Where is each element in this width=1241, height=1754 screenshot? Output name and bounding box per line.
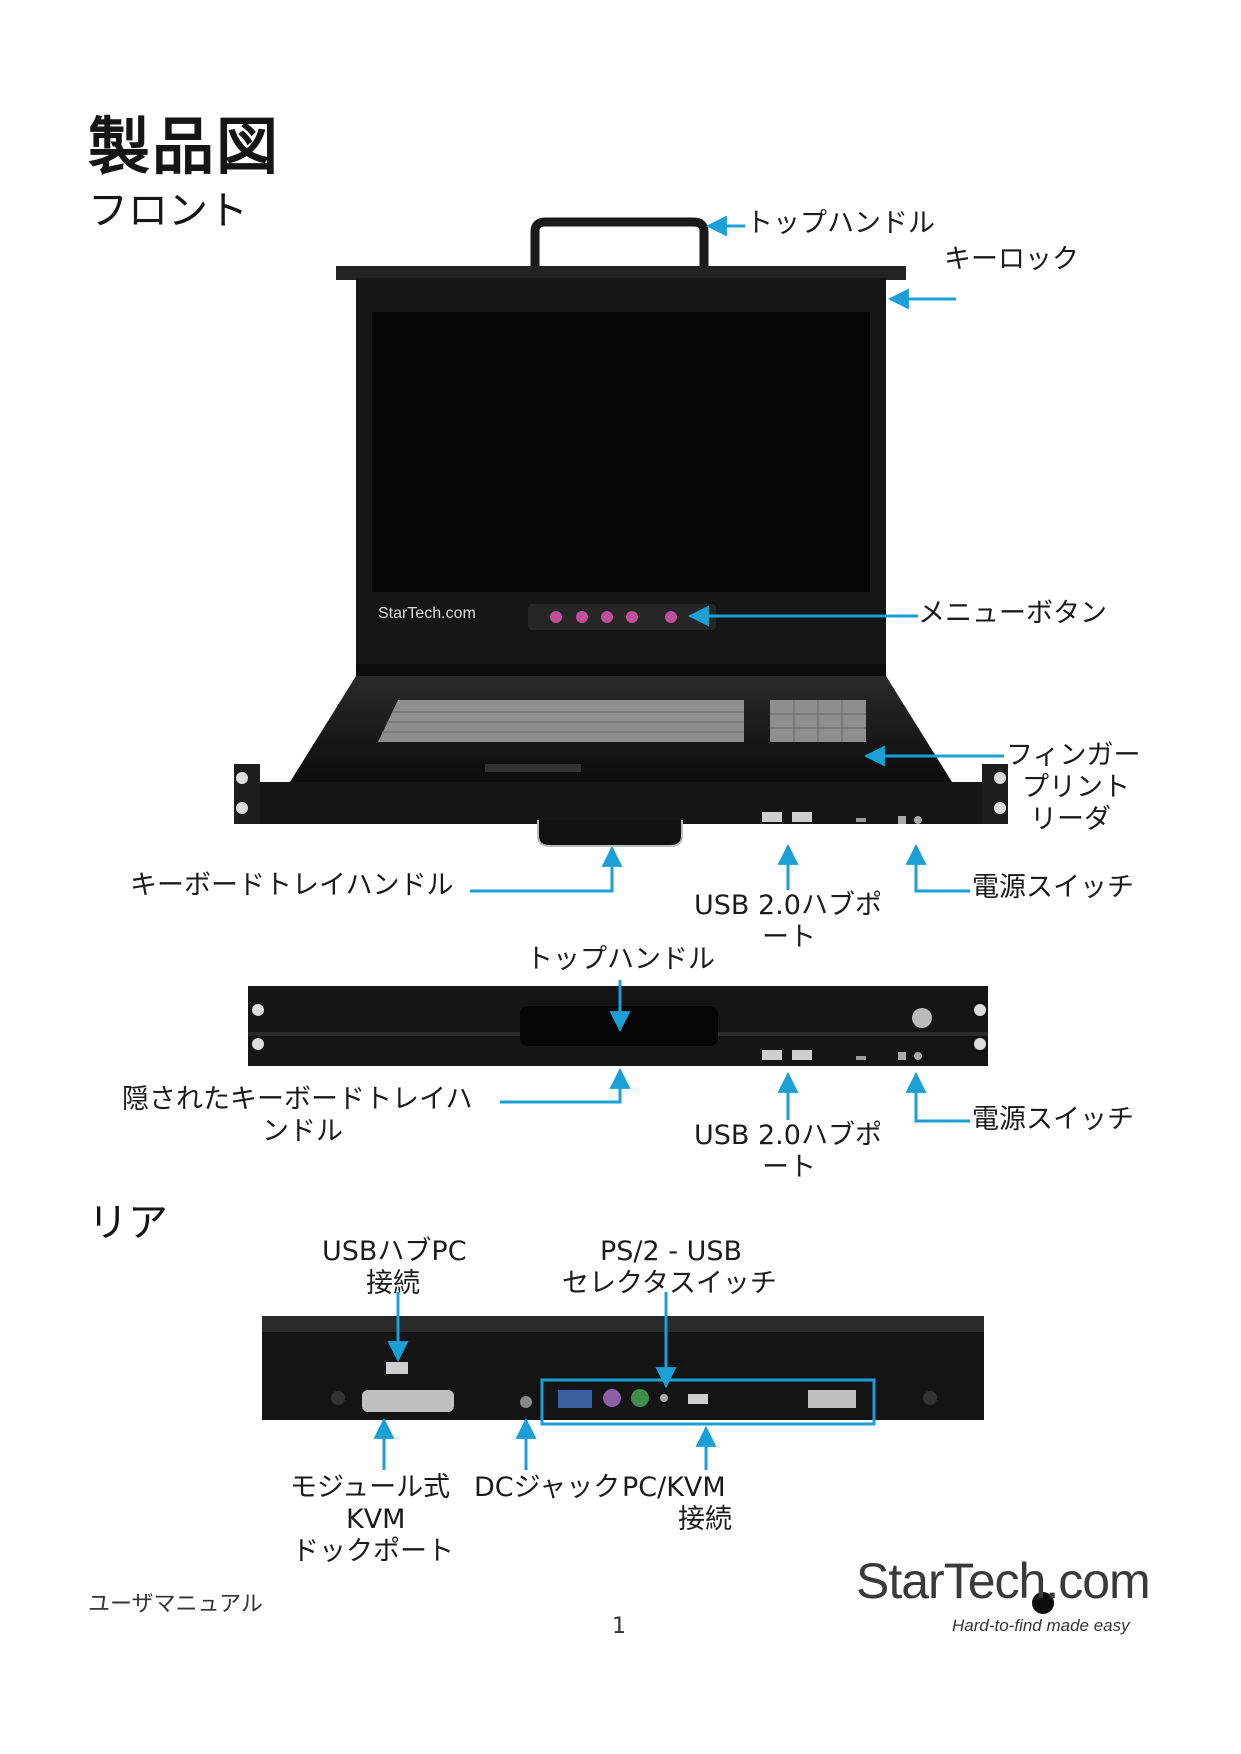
label-usb-hub-port-line2: ート (762, 922, 816, 954)
label-hidden-tray-handle-line2: ンドル (262, 1116, 343, 1148)
footer-manual-label: ユーザマニュアル (88, 1586, 263, 1618)
label-closed-power-switch: 電源スイッチ (972, 1104, 1134, 1136)
label-usb-hub-pc-line2: 接続 (366, 1268, 420, 1300)
label-modular-kvm-line3: ドックポート (292, 1536, 454, 1568)
tray-handle-shape (538, 820, 682, 846)
selector-switch-shape (660, 1394, 668, 1402)
label-power-switch: 電源スイッチ (972, 872, 1134, 904)
label-modular-kvm-line1: モジュール式 (290, 1472, 450, 1504)
top-handle-shape (535, 222, 704, 268)
dc-jack-shape (520, 1396, 532, 1408)
lcd-screen (372, 312, 870, 592)
label-keyboard-tray-handle: キーボードトレイハンドル (130, 870, 453, 902)
label-closed-usb-hub-port-line2: ート (762, 1152, 816, 1184)
label-closed-usb-hub-port-line1: USB 2.0ハブポ (694, 1120, 882, 1152)
label-ps2-usb-line2: セレクタスイッチ (562, 1268, 777, 1300)
label-pc-kvm-line2: 接続 (678, 1504, 732, 1536)
usb-hub-pc-port (386, 1362, 408, 1374)
usb-port (762, 812, 782, 822)
label-hidden-tray-handle-line1: 隠されたキーボードトレイハ (122, 1084, 472, 1116)
page-number: 1 (612, 1614, 626, 1639)
label-fingerprint-line1: フィンガー (1006, 740, 1140, 772)
menu-button (601, 611, 613, 623)
menu-button (576, 611, 588, 623)
label-closed-top-handle: トップハンドル (526, 944, 715, 976)
usb-port (762, 1050, 782, 1060)
label-fingerprint-line3: リーダ (1030, 804, 1111, 836)
screen-brand: StarTech.com (378, 605, 476, 623)
kvm-console-rear (262, 1316, 984, 1424)
label-top-handle: トップハンドル (746, 208, 935, 240)
label-ps2-usb-line1: PS/2 - USB (600, 1236, 742, 1268)
label-fingerprint-line2: プリント (1022, 772, 1130, 804)
kvm-console-open (234, 222, 1008, 846)
front-panel (248, 782, 994, 824)
usb-port (792, 812, 812, 822)
vga-port (558, 1390, 592, 1408)
label-usb-hub-pc-line1: USBハブPC (322, 1236, 467, 1268)
modular-kvm-dock-port (362, 1390, 454, 1412)
power-switch-shape (898, 816, 906, 824)
ps2-keyboard-port (631, 1389, 649, 1407)
label-pc-kvm-line1: PC/KVM (622, 1472, 726, 1504)
startech-logo: StarTech.com (856, 1552, 1150, 1610)
menu-button (550, 611, 562, 623)
logo-tagline: Hard-to-find made easy (952, 1616, 1130, 1636)
key-lock-shape (912, 1008, 932, 1028)
menu-button (626, 611, 638, 623)
keyboard-keys (378, 700, 744, 742)
label-modular-kvm-line2: KVM (346, 1504, 405, 1536)
label-dc-jack: DCジャック (474, 1472, 620, 1504)
label-menu-buttons: メニューボタン (918, 598, 1107, 630)
label-key-lock: キーロック (944, 244, 1079, 276)
usb-port (792, 1050, 812, 1060)
menu-button (665, 611, 677, 623)
ps2-mouse-port (603, 1389, 621, 1407)
kvm-console-closed (248, 986, 988, 1066)
label-usb-hub-port-line1: USB 2.0ハブポ (694, 890, 882, 922)
